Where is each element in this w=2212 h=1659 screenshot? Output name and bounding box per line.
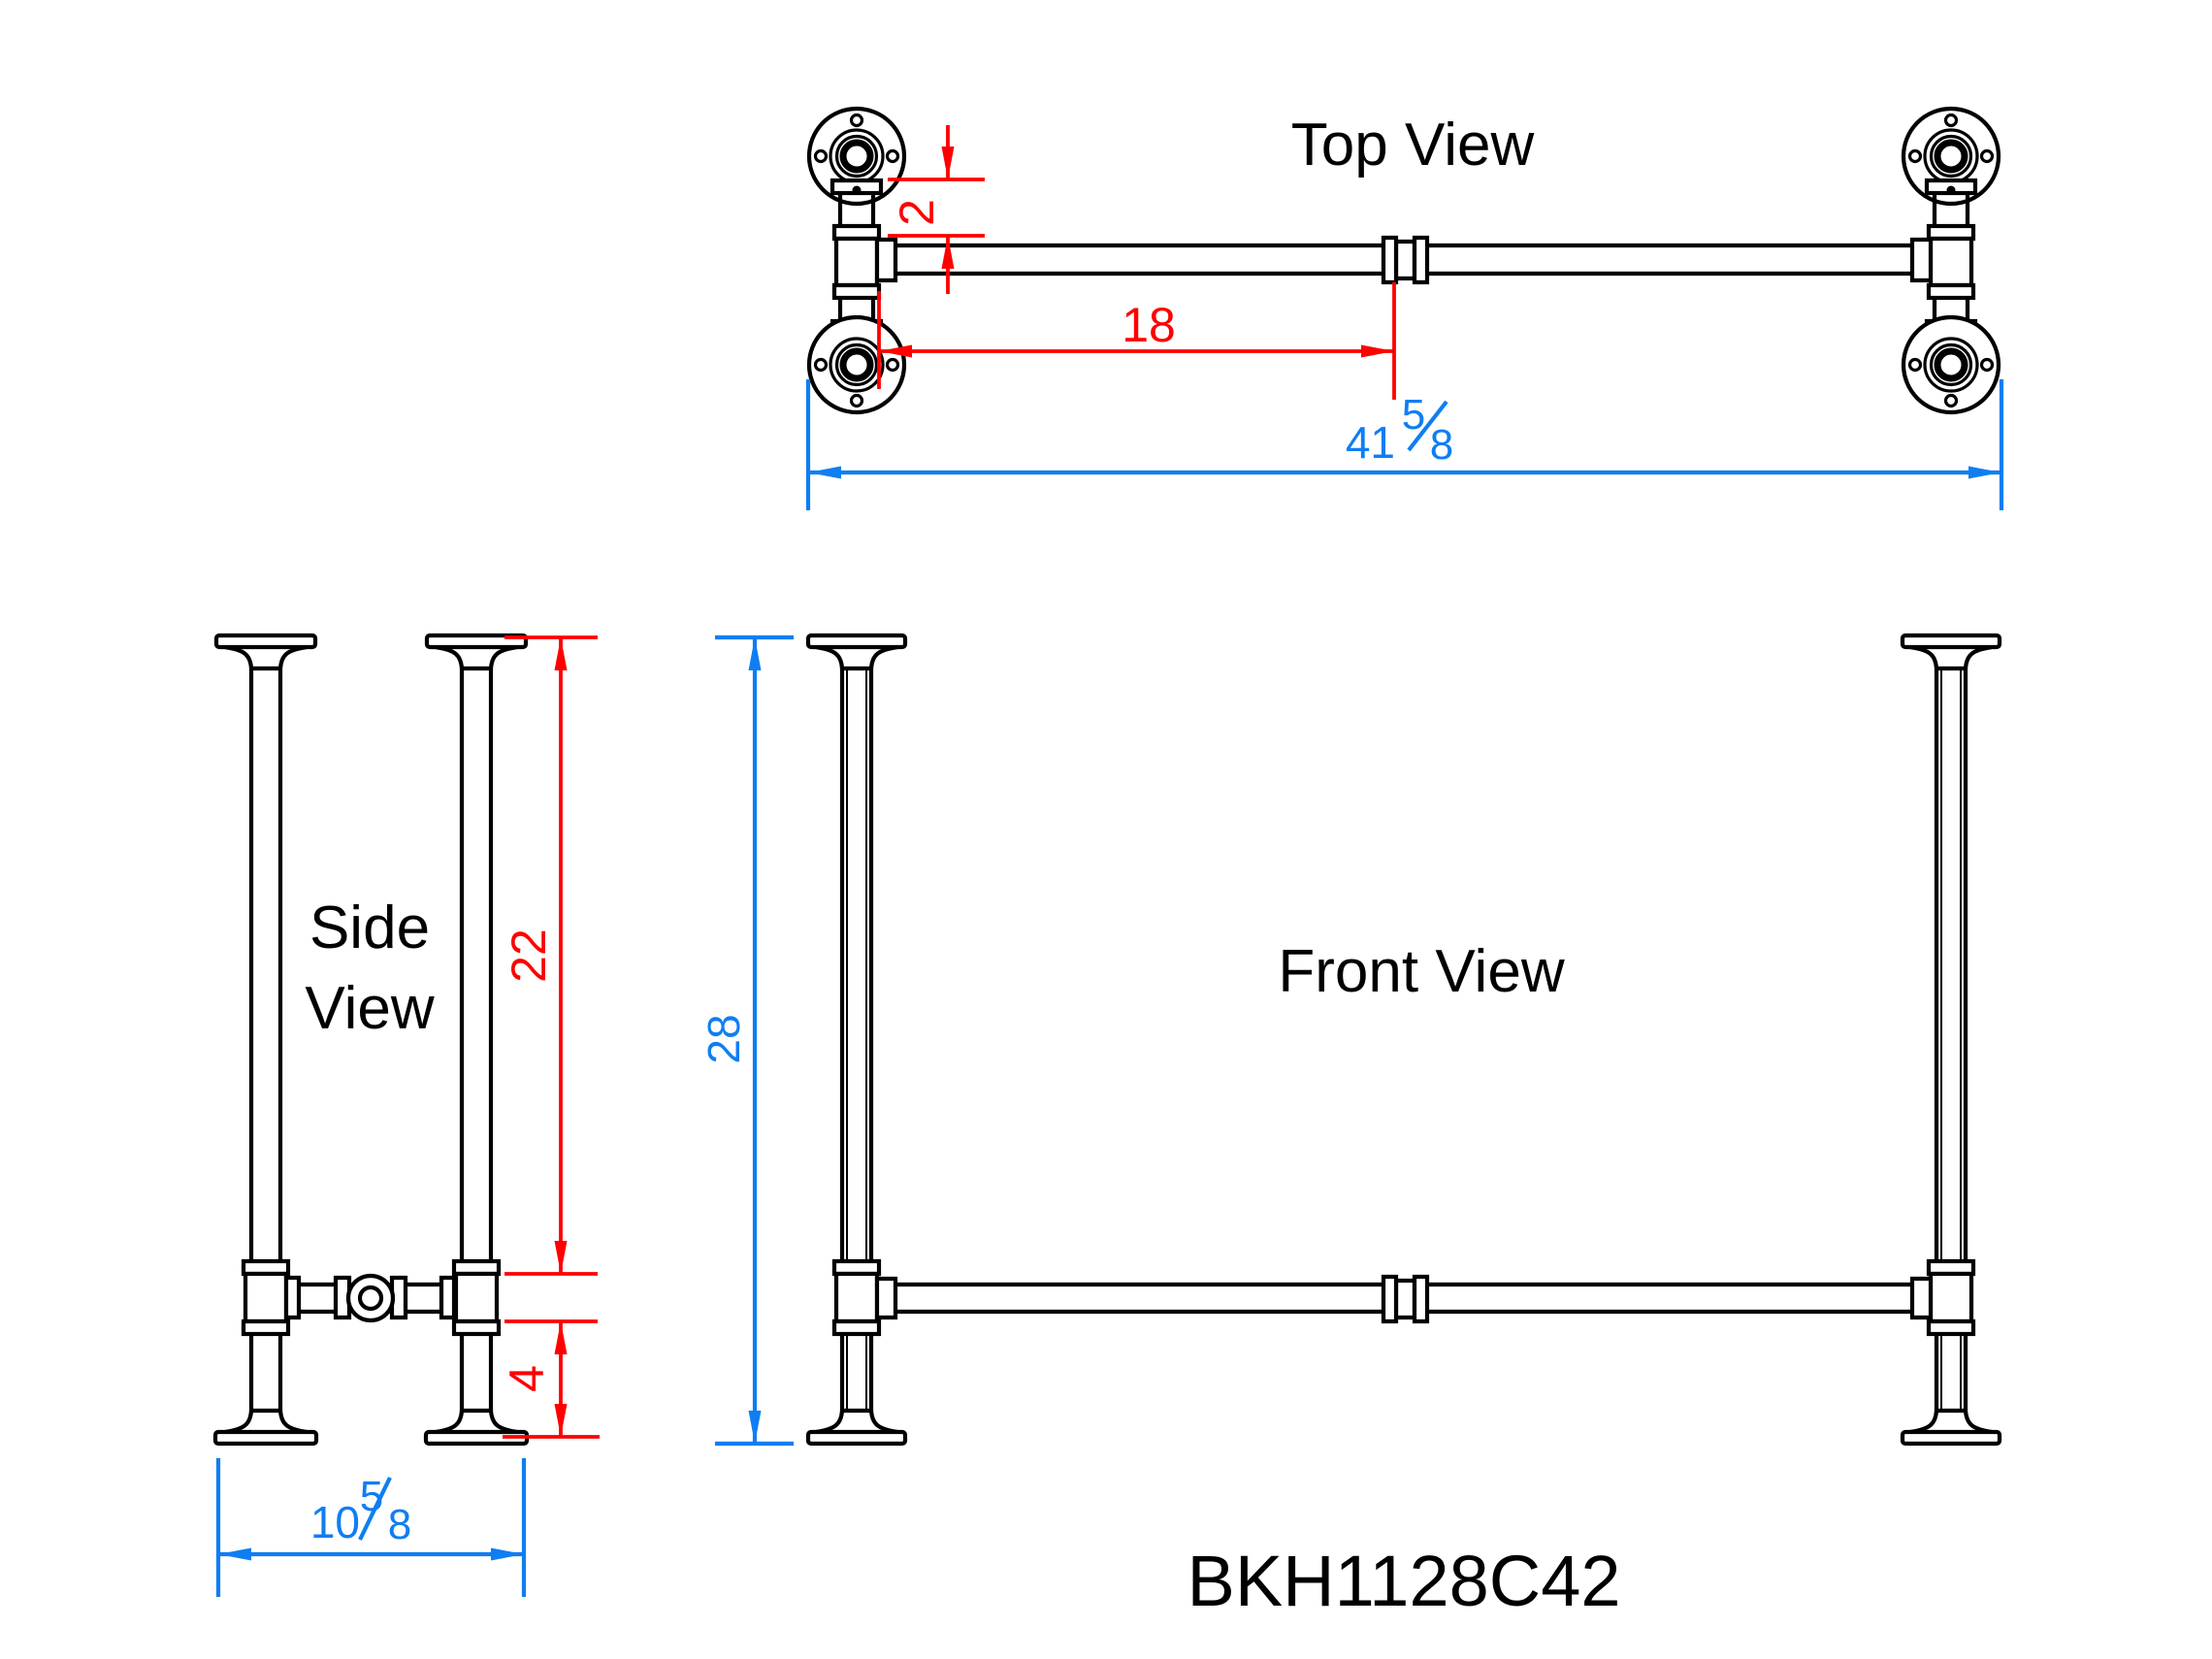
front-view: 28 Front View [699, 633, 2000, 1447]
side-view-right-leg [423, 633, 530, 1447]
dimension-overall-width-41-5-8: 41 5 8 [805, 379, 2004, 510]
side-view-title-line1: Side [309, 895, 430, 961]
side-view: 22 4 10 5 8 Side View [212, 633, 600, 1597]
dim-2-value: 2 [890, 199, 944, 226]
dim-18-value: 18 [1122, 298, 1176, 352]
dimension-pipe-offset-2: 2 [888, 125, 985, 294]
side-view-left-leg [212, 633, 319, 1447]
dimension-brace-to-floor-4: 4 [500, 1319, 600, 1439]
side-view-title-line2: View [305, 975, 434, 1042]
dimension-overall-height-28: 28 [699, 634, 794, 1447]
dim-10-denominator: 8 [388, 1501, 411, 1548]
top-view-stretcher-pipe [895, 235, 1912, 285]
dim-4-value: 4 [500, 1365, 554, 1392]
dim-41-whole: 41 [1346, 417, 1395, 468]
front-view-left-leg [805, 633, 908, 1447]
dimension-leg-to-center-18: 18 [877, 282, 1396, 400]
front-view-title: Front View [1278, 938, 1564, 1005]
dim-28-value: 28 [699, 1014, 749, 1063]
top-view: 2 18 41 5 8 Top View [805, 106, 2004, 510]
side-view-cross-brace [283, 1273, 457, 1323]
dimension-leg-top-to-brace-22: 22 [502, 635, 598, 1276]
top-view-left-leg-assembly [806, 106, 907, 415]
front-view-stretcher-pipe [895, 1274, 1912, 1324]
dim-41-denominator: 8 [1430, 421, 1453, 469]
dim-10-whole: 10 [310, 1497, 360, 1547]
part-number: BKH1128C42 [1187, 1541, 1620, 1621]
dim-22-value: 22 [502, 928, 556, 983]
top-view-title: Top View [1291, 112, 1535, 179]
dimension-overall-depth-10-5-8: 10 5 8 [215, 1458, 527, 1597]
